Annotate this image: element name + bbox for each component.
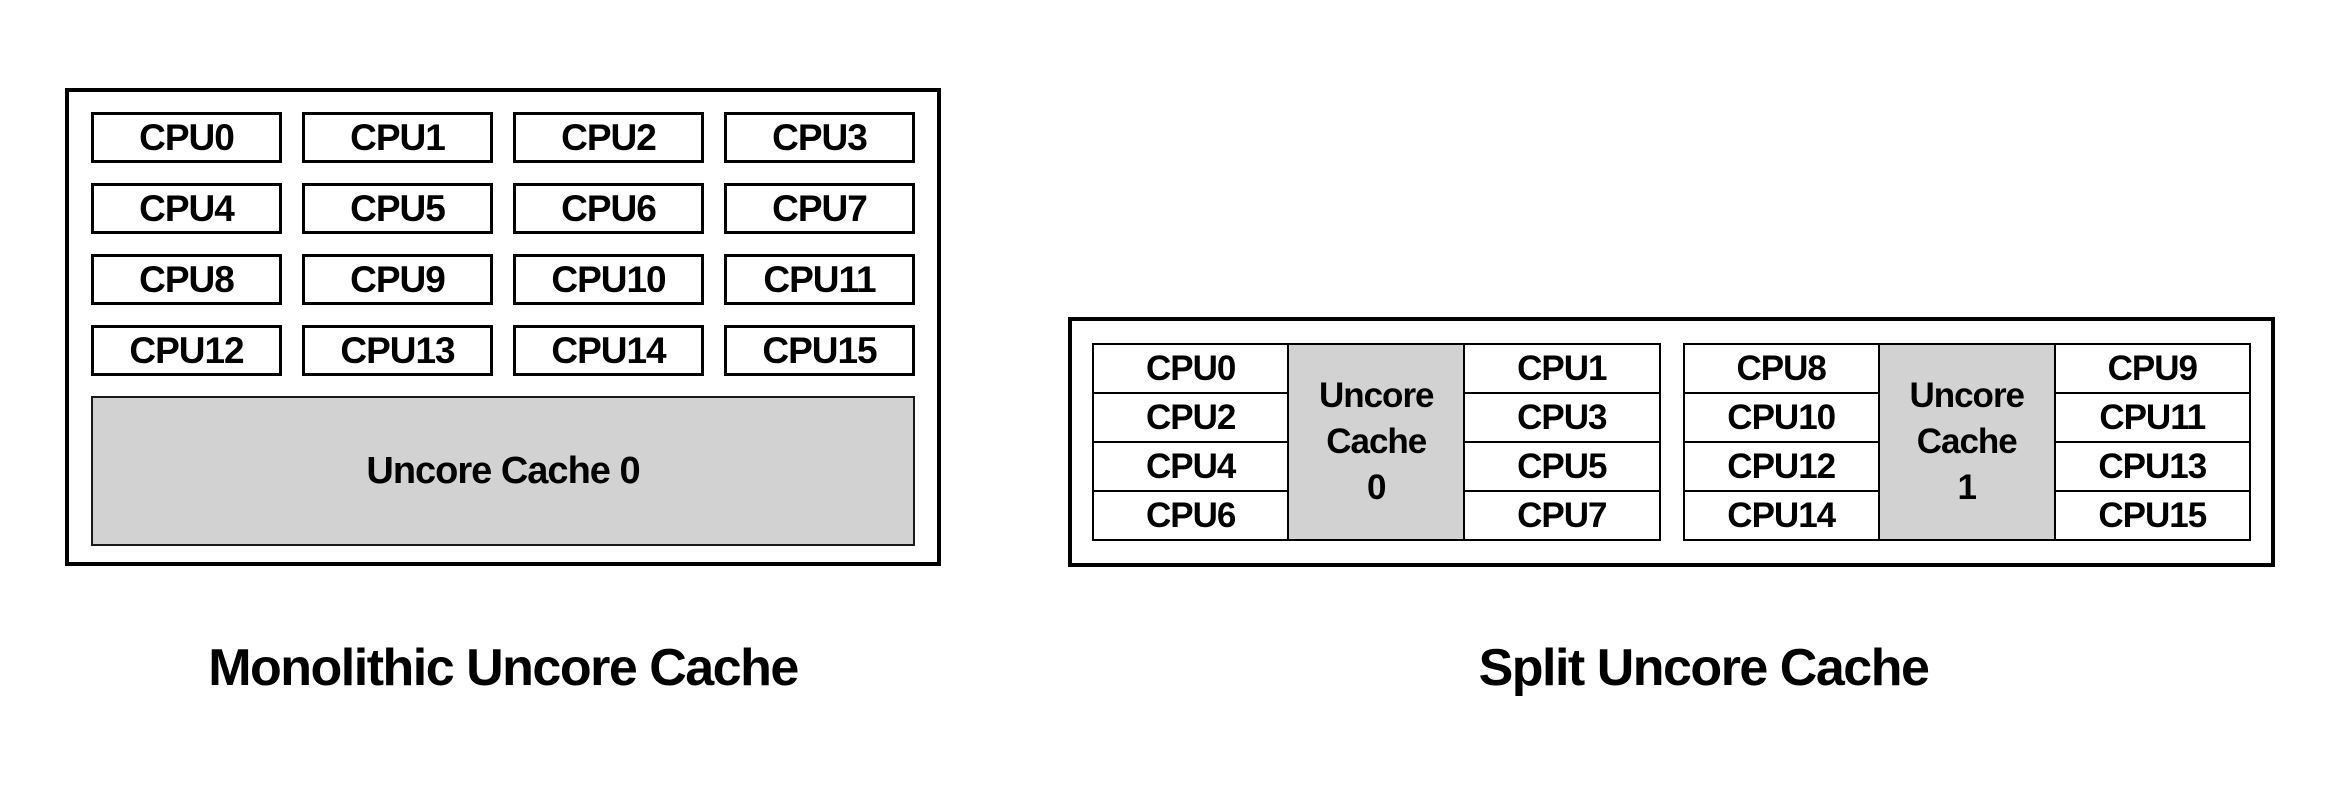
cpu-box-5: CPU5 [302, 183, 493, 234]
cpu-box-s11: CPU11 [2053, 392, 2252, 443]
split-group-1: CPU8 Uncore Cache 1 CPU9 CPU10 CPU11 CPU… [1682, 343, 2252, 541]
split-caption: Split Uncore Cache [1478, 639, 1930, 697]
uncore-cache-1-line-2: Cache [1916, 421, 2018, 461]
cpu-box-s3: CPU3 [1463, 392, 1661, 443]
uncore-cache-0-box: Uncore Cache 0 [91, 396, 915, 546]
cpu-box-10: CPU10 [513, 254, 704, 305]
monolithic-caption: Monolithic Uncore Cache [208, 639, 799, 697]
cpu-box-s12: CPU12 [1682, 441, 1880, 492]
split-diagram-box: CPU0 Uncore Cache 0 CPU1 CPU2 CPU3 CPU4 … [1068, 317, 2275, 567]
cpu-box-14: CPU14 [513, 325, 704, 376]
cpu-box-13: CPU13 [302, 325, 493, 376]
uncore-cache-1-cell: Uncore Cache 1 [1877, 343, 2056, 541]
uncore-cache-0-line-2: Cache [1326, 421, 1427, 461]
cpu-box-7: CPU7 [724, 183, 915, 234]
cpu-box-0: CPU0 [91, 112, 282, 163]
cpu-box-s10: CPU10 [1682, 392, 1880, 443]
split-group-0-table: CPU0 Uncore Cache 0 CPU1 CPU2 CPU3 CPU4 … [1091, 343, 1661, 541]
cpu-box-s4: CPU4 [1091, 441, 1290, 492]
cpu-box-6: CPU6 [513, 183, 704, 234]
cpu-box-s13: CPU13 [2053, 441, 2252, 492]
split-group-1-table: CPU8 Uncore Cache 1 CPU9 CPU10 CPU11 CPU… [1682, 343, 2252, 541]
uncore-cache-0-cell: Uncore Cache 0 [1287, 343, 1466, 541]
split-group-0: CPU0 Uncore Cache 0 CPU1 CPU2 CPU3 CPU4 … [1091, 343, 1661, 541]
cpu-box-11: CPU11 [724, 254, 915, 305]
uncore-cache-1-line-1: Uncore [1909, 375, 2025, 415]
cpu-box-s15: CPU15 [2053, 490, 2252, 541]
uncore-cache-0-line-3: 0 [1367, 468, 1386, 508]
cpu-box-12: CPU12 [91, 325, 282, 376]
cpu-box-s9: CPU9 [2053, 343, 2252, 394]
cpu-box-s8: CPU8 [1682, 343, 1880, 394]
cpu-box-3: CPU3 [724, 112, 915, 163]
cpu-box-s6: CPU6 [1091, 490, 1290, 541]
uncore-cache-1-line-3: 1 [1957, 468, 1977, 508]
cpu-box-s0: CPU0 [1091, 343, 1290, 394]
cpu-box-s14: CPU14 [1682, 490, 1880, 541]
cpu-box-s5: CPU5 [1463, 441, 1661, 492]
cpu-box-s1: CPU1 [1463, 343, 1661, 394]
cpu-box-8: CPU8 [91, 254, 282, 305]
uncore-cache-0-line-1: Uncore [1318, 375, 1435, 415]
monolithic-diagram-box: CPU0 CPU1 CPU2 CPU3 CPU4 CPU5 CPU6 CPU7 … [65, 88, 941, 566]
cpu-box-s2: CPU2 [1091, 392, 1290, 443]
monolithic-cpu-grid: CPU0 CPU1 CPU2 CPU3 CPU4 CPU5 CPU6 CPU7 … [91, 112, 915, 376]
cpu-box-4: CPU4 [91, 183, 282, 234]
cpu-box-1: CPU1 [302, 112, 493, 163]
cpu-box-9: CPU9 [302, 254, 493, 305]
cpu-box-s7: CPU7 [1463, 490, 1661, 541]
cpu-box-15: CPU15 [724, 325, 915, 376]
cpu-box-2: CPU2 [513, 112, 704, 163]
